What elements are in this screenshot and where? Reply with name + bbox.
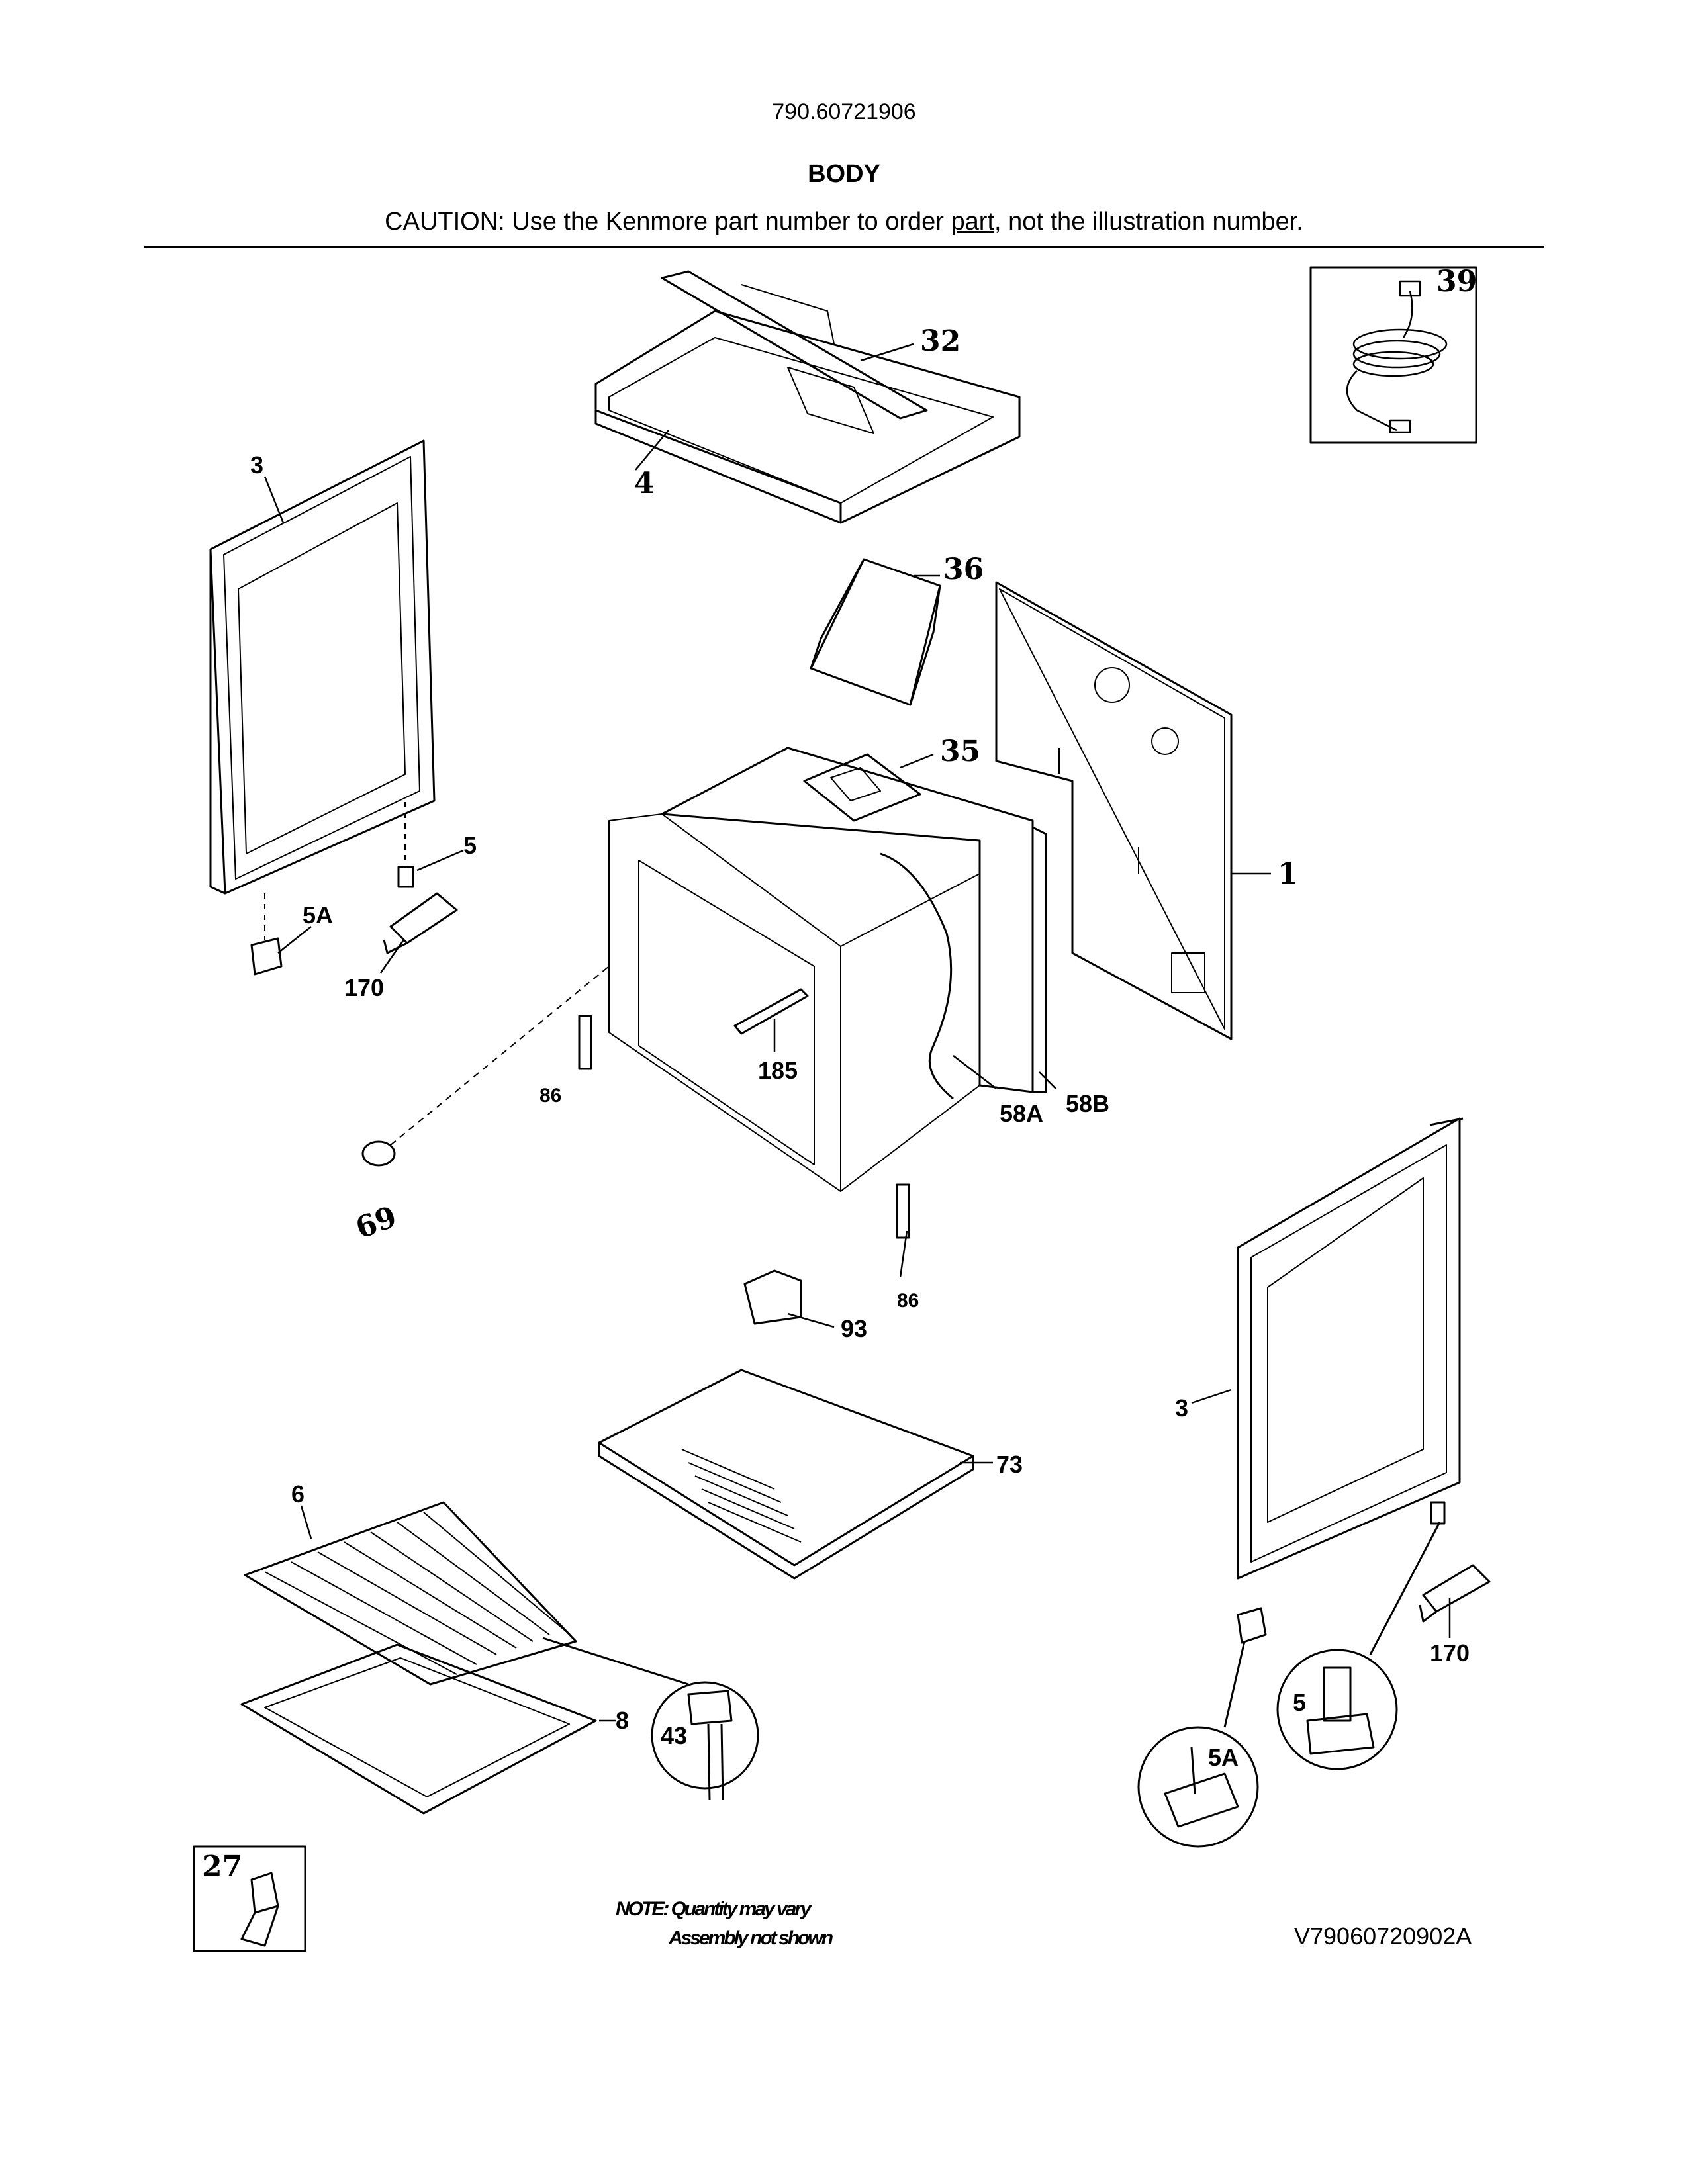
callout-185: 185 [758, 1057, 798, 1084]
callout-93: 93 [841, 1315, 867, 1342]
top-frame-part-4 [594, 310, 1021, 524]
leg-bracket-detail-part-5a [1137, 1641, 1259, 1848]
leg-bracket-part-5a-right [1237, 1607, 1267, 1644]
callout-86-left: 86 [539, 1085, 561, 1107]
handle-part-185 [733, 988, 809, 1035]
callout-35: 35 [940, 735, 980, 768]
callout-4: 4 [634, 467, 655, 500]
top-brace-part-32 [661, 270, 928, 420]
leveling-leg-part-5-left [397, 802, 414, 888]
callout-170-left: 170 [344, 974, 384, 1001]
callout-6: 6 [291, 1480, 305, 1508]
right-side-panel-part-3 [1237, 1117, 1464, 1580]
callout-3-right: 3 [1175, 1394, 1188, 1422]
bracket-inset-box [193, 1845, 306, 1952]
element-cover-part-93 [743, 1269, 802, 1325]
ring-part-69 [361, 966, 610, 1167]
callout-43: 43 [661, 1722, 687, 1749]
power-cord-part-39 [1346, 280, 1448, 433]
callout-58b: 58B [1066, 1090, 1109, 1117]
back-panel-part-1 [995, 581, 1233, 1040]
callout-5-left: 5 [463, 832, 477, 859]
illustration-code: V79060720902A [1294, 1923, 1472, 1950]
insulation-part-58a [880, 852, 954, 1100]
callout-170-right: 170 [1430, 1639, 1470, 1666]
callout-86-right: 86 [897, 1290, 919, 1312]
callout-5-detail: 5 [1293, 1689, 1306, 1716]
hinge-receiver-part-86-right [896, 1183, 910, 1239]
callout-1: 1 [1278, 857, 1298, 891]
callout-8: 8 [616, 1707, 629, 1734]
vent-hood-part-36 [810, 558, 941, 706]
model-number: 790.60721906 [772, 99, 916, 124]
callout-69: 69 [352, 1200, 401, 1246]
callout-36: 36 [943, 553, 984, 586]
power-cord-inset-box [1309, 266, 1477, 444]
caution-text-end: , not the illustration number. [994, 208, 1303, 236]
insulation-part-58b [1032, 826, 1047, 1093]
section-title: BODY [808, 160, 880, 188]
oven-cavity [608, 747, 1034, 1192]
bottom-panel-part-73 [598, 1369, 974, 1580]
callout-5a-detail: 5A [1208, 1744, 1239, 1771]
left-side-panel-part-3 [209, 439, 436, 895]
callout-3-left: 3 [250, 451, 263, 478]
oven-rack-part-6 [244, 1501, 577, 1686]
callout-58a: 58A [1000, 1100, 1043, 1127]
callout-73: 73 [996, 1451, 1023, 1478]
vent-plate-part-35 [803, 753, 921, 822]
header-divider [144, 246, 1544, 248]
leveling-leg-detail-part-5 [1276, 1522, 1441, 1770]
screw-detail-part-43 [542, 1637, 759, 1801]
assembly-note: Assembly not shown [669, 1927, 833, 1949]
caution-underlined-word: part [951, 208, 994, 236]
broiler-pan-part-8 [240, 1643, 597, 1815]
anti-tip-bracket-part-170-right [1419, 1564, 1491, 1623]
anti-tip-bracket-part-170-left [383, 892, 458, 954]
callout-leader-lines [263, 343, 1451, 1722]
caution-note: CAUTION: Use the Kenmore part number to … [0, 208, 1688, 236]
leveling-leg-part-5-right [1430, 1501, 1446, 1525]
callout-5a-left: 5A [303, 901, 333, 929]
callout-39: 39 [1436, 265, 1477, 298]
caution-text-start: CAUTION: Use the Kenmore part number to … [385, 208, 951, 236]
hinge-receiver-part-86-left [578, 1015, 592, 1070]
callout-27: 27 [202, 1850, 242, 1884]
leg-bracket-part-5a-left [250, 893, 283, 976]
quantity-note: NOTE: Quantity may vary [616, 1898, 812, 1920]
bracket-part-27 [240, 1872, 279, 1947]
callout-32: 32 [920, 324, 961, 358]
